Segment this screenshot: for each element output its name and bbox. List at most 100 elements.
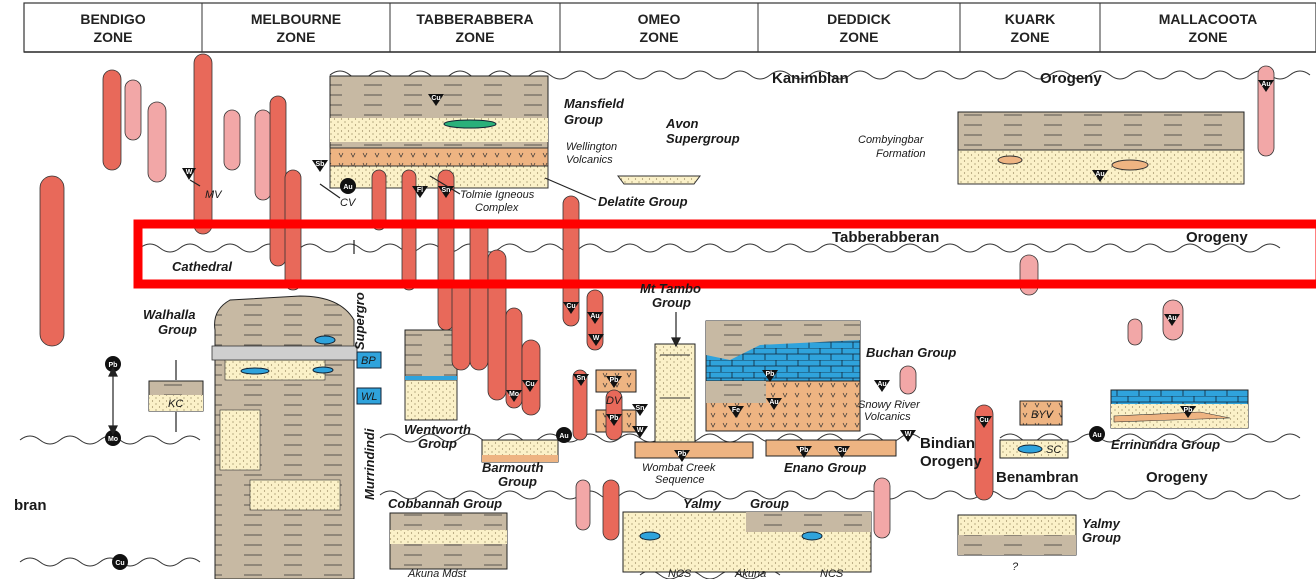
- intrusion: [148, 102, 166, 182]
- tabberabberan-orogeny-label: Orogeny: [1186, 229, 1248, 246]
- mansfield-green-lens: [444, 120, 496, 128]
- intrusion: [285, 170, 301, 290]
- akuna-mdst-label: Akuna Mdst: [407, 568, 467, 579]
- ncs-label: NCS: [820, 568, 844, 579]
- mineral-label: Au: [1261, 81, 1270, 88]
- zone-word: ZONE: [94, 29, 133, 45]
- mv-label: MV: [205, 189, 223, 201]
- dv-label: DV: [606, 395, 623, 407]
- mineral-marker: Au: [1089, 426, 1105, 442]
- snowy-river-label-2: Volcanics: [864, 411, 911, 423]
- yalmy-right-sed: [958, 535, 1076, 555]
- mineral-label: W: [186, 169, 193, 176]
- intrusion: [1128, 319, 1142, 345]
- mineral-label: Cu: [837, 447, 846, 454]
- zone-title-tabberabbera: TABBERABBERA: [416, 11, 533, 27]
- zone-word: ZONE: [1189, 29, 1228, 45]
- walhalla-label-1: Walhalla: [143, 307, 196, 322]
- wentworth-blue: [405, 376, 457, 380]
- wombat-label-2: Sequence: [655, 474, 705, 486]
- mineral-label: Au: [877, 381, 886, 388]
- mineral-label: Pb: [678, 451, 687, 458]
- kanimblan-label: Kanimblan: [772, 70, 849, 87]
- bp-label: BP: [361, 355, 376, 367]
- left-cut-label: bran: [14, 497, 47, 514]
- mineral-label: Pb: [1184, 407, 1193, 414]
- mineral-marker: Sb: [312, 160, 328, 172]
- intrusion: [194, 54, 212, 234]
- mineral-label: Fe: [732, 407, 740, 414]
- mineral-label: Sb: [316, 161, 325, 168]
- mineral-label: Cu: [979, 417, 988, 424]
- wellington-volcanics-band: [330, 148, 548, 166]
- akuna-label: Akuna: [734, 568, 766, 579]
- mineral-label: Mo: [509, 391, 519, 398]
- intrusion: [224, 110, 240, 170]
- mineral-label: Sn: [577, 375, 586, 382]
- cv-label: CV: [340, 197, 357, 209]
- mineral-label: Cu: [115, 560, 124, 567]
- mineral-label: Au: [1167, 315, 1176, 322]
- sc-label: SC: [1046, 444, 1061, 456]
- walhalla-label-2: Group: [158, 322, 197, 337]
- benambran-label: Benambran: [996, 469, 1079, 486]
- kc-label: KC: [168, 398, 183, 410]
- snowy-river-sed: [706, 381, 766, 403]
- intrusion: [1258, 66, 1274, 156]
- mineral-label: Pb: [610, 377, 619, 384]
- mineral-label: W: [593, 335, 600, 342]
- tolmie-label-1: Tolmie Igneous: [460, 189, 535, 201]
- mineral-label: Mo: [108, 436, 118, 443]
- mineral-marker: Cu: [112, 554, 128, 570]
- bindian-label: Bindian: [920, 435, 975, 452]
- wentworth-label-1: Wentworth: [404, 422, 471, 437]
- intrusion: [603, 480, 619, 540]
- mineral-marker: Au: [340, 178, 356, 194]
- mineral-label: W: [905, 431, 912, 438]
- intrusion: [522, 340, 540, 415]
- wellington-label-2: Volcanics: [566, 154, 613, 166]
- avon-label-1: Avon: [665, 116, 699, 131]
- wombat-label-1: Wombat Creek: [642, 462, 716, 474]
- mineral-label: Au: [343, 184, 352, 191]
- tabberabberan-unconformity: [140, 244, 1280, 252]
- mansfield-label-2: Group: [564, 112, 603, 127]
- yalmy-right-label-2: Group: [1082, 530, 1121, 545]
- supergroup-vertical-label: Supergro: [352, 292, 367, 350]
- mt-tambo-label-2: Group: [652, 295, 691, 310]
- zone-word: ZONE: [277, 29, 316, 45]
- bindian-orogeny-label: Orogeny: [920, 453, 982, 470]
- mansfield-label-1: Mansfield: [564, 96, 625, 111]
- intrusion: [255, 110, 271, 200]
- highlight-frame: [138, 224, 1316, 284]
- zone-title-kuark: KUARK: [1005, 11, 1056, 27]
- mineral-label: Cu: [525, 381, 534, 388]
- intrusion: [452, 280, 470, 370]
- zone-word: ZONE: [456, 29, 495, 45]
- buchan-label: Buchan Group: [866, 345, 956, 360]
- walhalla-sandstone-3: [250, 480, 340, 510]
- murrindindi-vertical-label: Murrindindi: [362, 428, 377, 500]
- zone-title-deddick: DEDDICK: [827, 11, 891, 27]
- mineral-marker: Au: [556, 427, 572, 443]
- yalmy-right-label-1: Yalmy: [1082, 516, 1121, 531]
- mineral-label: Au: [1095, 171, 1104, 178]
- cathedral-label: Cathedral: [172, 259, 232, 274]
- intrusion: [270, 96, 286, 266]
- delatite-lens: [618, 176, 700, 184]
- intrusion: [40, 176, 64, 346]
- wl-label: WL: [361, 391, 378, 403]
- zone-title-melbourne: MELBOURNE: [251, 11, 341, 27]
- barmouth-label-1: Barmouth: [482, 460, 543, 475]
- zone-title-omeo: OMEO: [638, 11, 681, 27]
- wombat-creek-box: [635, 442, 753, 458]
- mt-tambo-box: [655, 344, 695, 444]
- zone-word: ZONE: [1011, 29, 1050, 45]
- intrusion: [1020, 255, 1038, 295]
- intrusion: [900, 366, 916, 394]
- avon-label-2: Supergroup: [666, 131, 740, 146]
- mineral-label: Au: [1092, 432, 1101, 439]
- kanimblan-orogeny-label: Orogeny: [1040, 70, 1102, 87]
- benambran-unconformity: [380, 491, 1300, 499]
- barmouth-label-2: Group: [498, 474, 537, 489]
